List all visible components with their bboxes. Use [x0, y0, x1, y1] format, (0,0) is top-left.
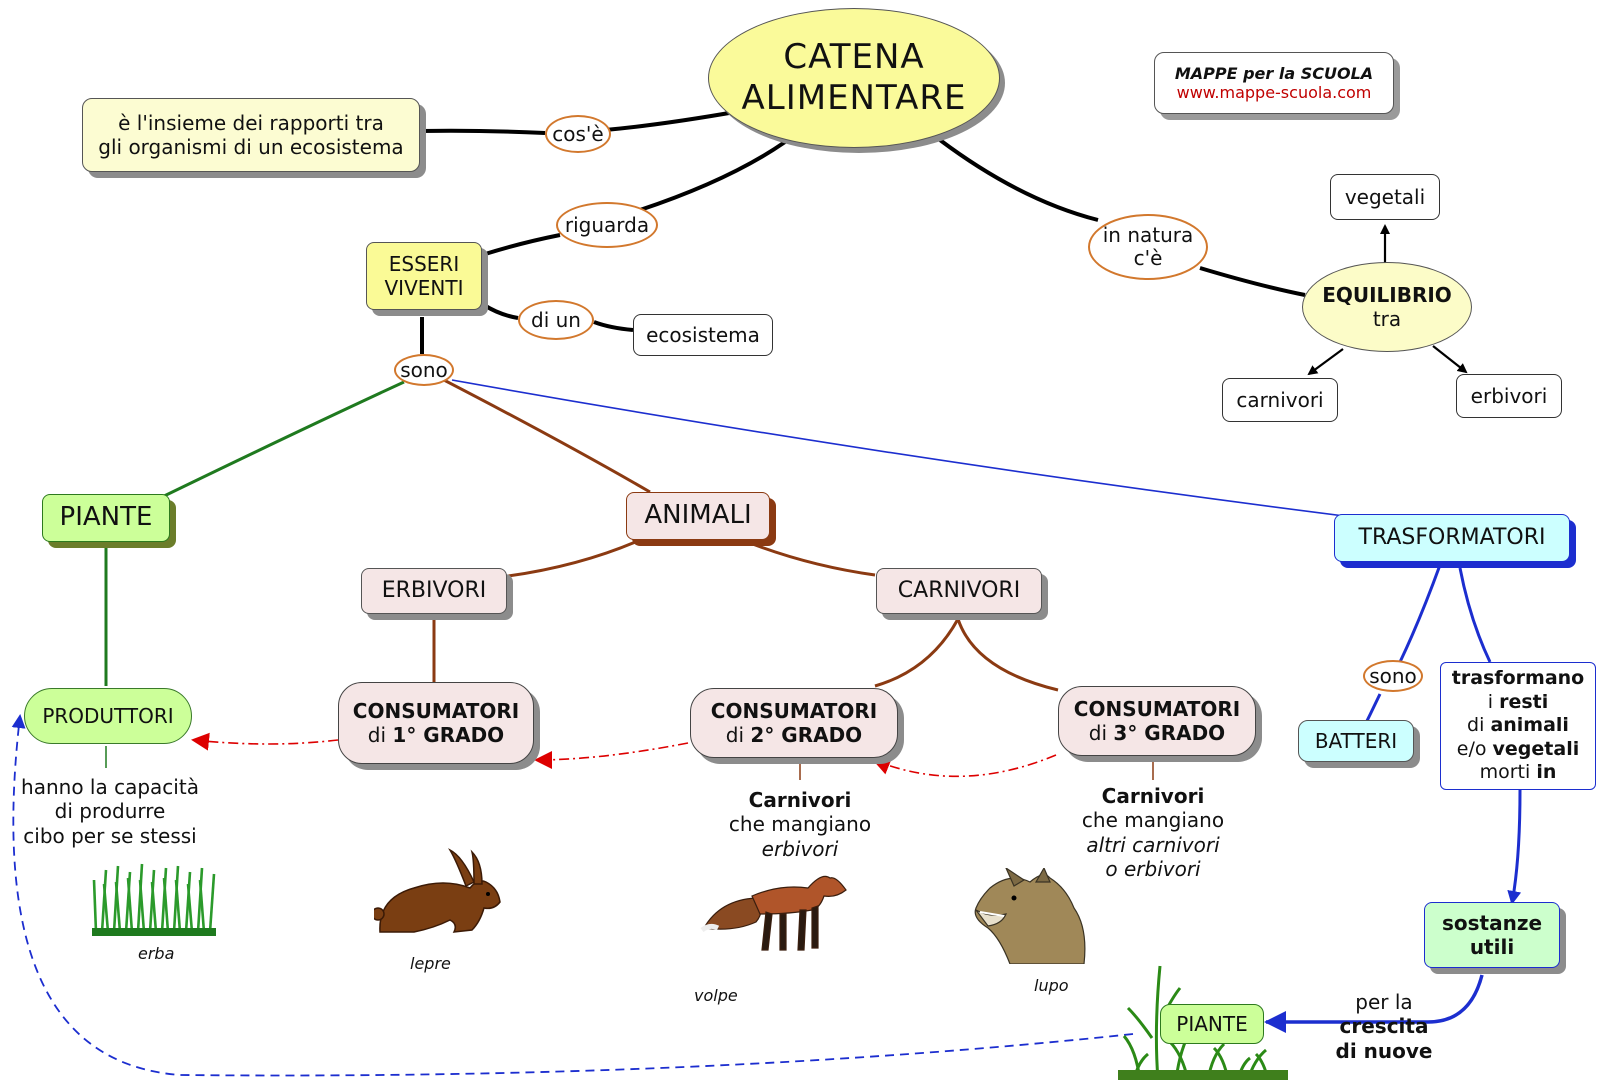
link-cose: cos'è: [545, 115, 611, 153]
ecosistema-node: ecosistema: [633, 314, 773, 356]
crescita-description: per la crescita di nuove: [1335, 990, 1433, 1063]
equilibrio-node: EQUILIBRIO tra: [1302, 262, 1472, 352]
definition-line1: è l'insieme dei rapporti tra: [118, 111, 384, 135]
link-in-natura: in natura c'è: [1088, 214, 1208, 280]
esseri-line2: VIVENTI: [384, 276, 464, 300]
erbivori-eq-node: erbivori: [1456, 374, 1562, 418]
brand-box: MAPPE per la SCUOLA www.mappe-scuola.com: [1154, 52, 1394, 114]
erbivori-node: ERBIVORI: [361, 568, 507, 614]
link-in-natura-line2: c'è: [1133, 246, 1163, 270]
link-sono-batteri: sono: [1363, 660, 1423, 692]
sostanze-utili-node: sostanze utili: [1424, 902, 1560, 968]
consumatori-2-line1: CONSUMATORI: [710, 699, 878, 723]
piante-bottom-node: PIANTE: [1160, 1004, 1264, 1044]
batteri-node: BATTERI: [1298, 720, 1414, 762]
produttori-description: hanno la capacità di produrre cibo per s…: [21, 775, 199, 848]
consumatori-1-node: CONSUMATORI di 1° GRADO: [338, 682, 534, 764]
link-riguarda: riguarda: [556, 202, 658, 248]
volpe-label: volpe: [694, 986, 738, 1005]
grass-image: [92, 863, 216, 936]
equilibrio-rest: tra: [1372, 307, 1402, 331]
trasformatori-node: TRASFORMATORI: [1334, 514, 1570, 562]
title-line2: ALIMENTARE: [741, 78, 967, 118]
consumatori-2-node: CONSUMATORI di 2° GRADO: [690, 688, 898, 758]
consumatori-2-description: Carnivori che mangiano erbivori: [728, 788, 872, 861]
carnivori-eq-node: carnivori: [1222, 378, 1338, 422]
carnivori-node: CARNIVORI: [876, 568, 1042, 614]
vegetali-node: vegetali: [1330, 174, 1440, 220]
consumatori-1-line1: CONSUMATORI: [352, 699, 520, 723]
link-sono: sono: [394, 354, 454, 386]
lupo-label: lupo: [1034, 976, 1069, 995]
grass-bottom-image: [1118, 965, 1288, 1080]
black-connectors: [420, 110, 1306, 354]
title-ellipse: CATENA ALIMENTARE: [708, 8, 1000, 148]
link-di-un: di un: [518, 300, 594, 340]
trasformano-node: trasformano i resti di animali e/o veget…: [1440, 662, 1596, 790]
blue-connectors: [11, 379, 1522, 1077]
produttori-node: PRODUTTORI: [24, 688, 192, 744]
definition-box: è l'insieme dei rapporti tra gli organis…: [82, 98, 420, 172]
brand-url: www.mappe-scuola.com: [1176, 83, 1372, 102]
green-connectors: [104, 380, 405, 768]
animali-node: ANIMALI: [626, 492, 770, 540]
fox-image: [700, 875, 847, 951]
piante-node: PIANTE: [42, 494, 170, 542]
brand-name: MAPPE per la SCUOLA: [1174, 63, 1374, 83]
equilibrio-bold: EQUILIBRIO: [1322, 283, 1452, 307]
brown-connectors: [432, 376, 1154, 780]
consumatori-3-description: Carnivori che mangiano altri carnivori o…: [1081, 784, 1225, 882]
red-arrows: [191, 732, 1057, 778]
wolf-image: [974, 868, 1086, 964]
hare-image: [374, 848, 501, 933]
title-line1: CATENA: [783, 37, 925, 78]
lepre-label: lepre: [410, 954, 451, 973]
esseri-viventi-node: ESSERI VIVENTI: [366, 242, 482, 310]
consumatori-3-node: CONSUMATORI di 3° GRADO: [1058, 686, 1256, 756]
erba-label: erba: [138, 944, 175, 963]
link-in-natura-line1: in natura: [1102, 223, 1194, 247]
esseri-line1: ESSERI: [388, 252, 460, 276]
consumatori-3-line1: CONSUMATORI: [1073, 697, 1241, 721]
definition-line2: gli organismi di un ecosistema: [98, 135, 404, 159]
